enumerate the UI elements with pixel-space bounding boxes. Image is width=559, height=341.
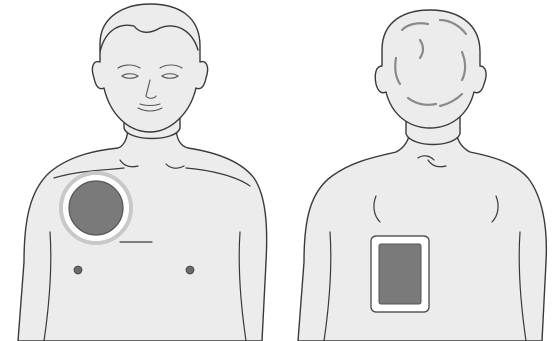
front-torso xyxy=(18,112,267,341)
anterior-pad xyxy=(69,181,123,235)
left-nipple xyxy=(74,266,82,274)
front-head xyxy=(92,4,207,132)
front-view-figure xyxy=(18,4,267,341)
posterior-pad xyxy=(379,244,421,304)
right-nipple xyxy=(186,266,194,274)
back-head xyxy=(375,10,486,128)
